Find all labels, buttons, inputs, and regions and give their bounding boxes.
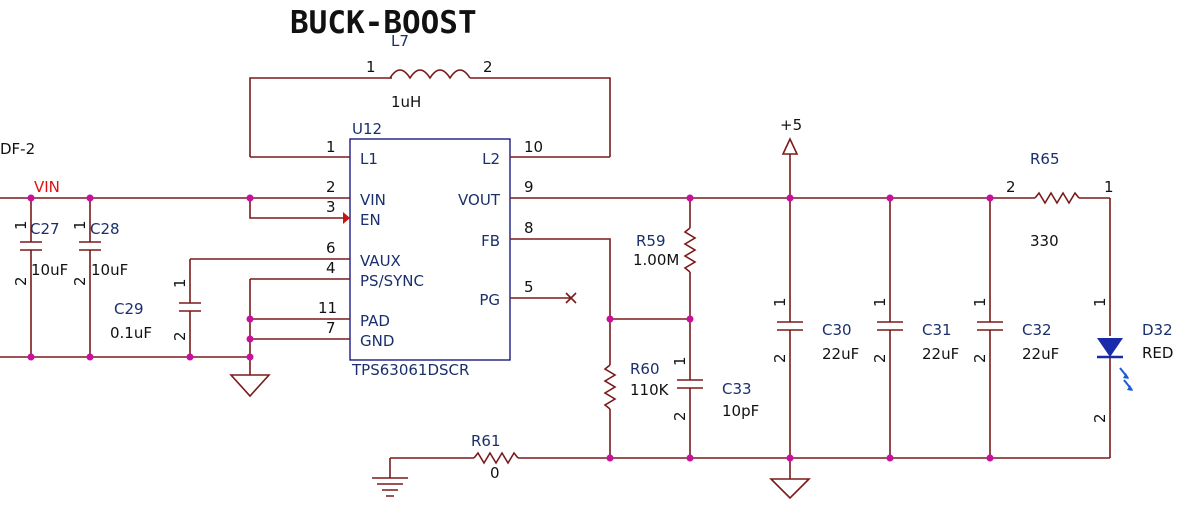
d32-ref: D32	[1142, 321, 1173, 339]
c31-value: 22uF	[922, 345, 959, 363]
u12-pin-vaux-name: VAUX	[360, 252, 401, 270]
ground-symbol-r61	[372, 477, 408, 497]
u12-pin-vin-num: 2	[326, 178, 336, 196]
c32-pin1: 1	[971, 297, 989, 307]
u12-pin-pad-num: 11	[318, 299, 337, 317]
ground-symbol-input	[229, 374, 271, 398]
u12-pin-pssync-num: 4	[326, 259, 336, 277]
u12-pin-vout-name: VOUT	[458, 191, 501, 209]
c27-value: 10uF	[31, 261, 68, 279]
c33-ref: C33	[722, 380, 752, 398]
u12-pin-l1-name: L1	[360, 150, 378, 168]
input-network: DF-2 VIN C27 10uF 1 2 C28 10uF 1 2 C29 0…	[0, 140, 290, 398]
u12-pin-l2-num: 10	[524, 138, 543, 156]
u12-pin-gnd-num: 7	[326, 319, 336, 337]
power-flag-5v	[781, 137, 799, 155]
r61-value: 0	[490, 464, 500, 482]
u12-pin-vin-name: VIN	[360, 191, 386, 209]
u12-pin-l2-name: L2	[482, 150, 500, 168]
c32-pin2: 2	[971, 353, 989, 363]
c31-pin2: 2	[871, 353, 889, 363]
c29-value: 0.1uF	[110, 324, 152, 342]
u12-pin-pssync-name: PS/SYNC	[360, 272, 424, 290]
pg-no-connect	[565, 292, 577, 304]
l7-pin1: 1	[366, 58, 376, 76]
c33-value: 10pF	[722, 402, 759, 420]
c32-ref: C32	[1022, 321, 1052, 339]
u12-part: TPS63061DSCR	[351, 361, 469, 379]
c29-pin1: 2	[171, 331, 189, 341]
u12-pin-pad-name: PAD	[360, 312, 390, 330]
l7-ref: L7	[391, 32, 409, 50]
c30-pin1: 1	[771, 297, 789, 307]
c27-pin1: 1	[12, 220, 30, 230]
c29-ref: C29	[114, 300, 144, 318]
c28-pin1: 1	[71, 220, 89, 230]
c31-ref: C31	[922, 321, 952, 339]
c30-ref: C30	[822, 321, 852, 339]
u12-pin-en-num: 3	[326, 198, 336, 216]
r65-pin1: 1	[1104, 178, 1114, 196]
c30-pin2: 2	[771, 353, 789, 363]
u12-pin-fb-num: 8	[524, 219, 534, 237]
r65-pin2: 2	[1006, 178, 1016, 196]
u12-body	[349, 138, 511, 361]
u12-ref: U12	[352, 120, 382, 138]
c33-pin2: 2	[671, 411, 689, 421]
u12-pin-vaux-num: 6	[326, 239, 336, 257]
u12-pin-gnd-name: GND	[360, 332, 394, 350]
r65-value: 330	[1030, 232, 1059, 250]
u12-pin-vout-num: 9	[524, 178, 534, 196]
r59-ref: R59	[636, 232, 666, 250]
u12-pin-pg-num: 5	[524, 278, 534, 296]
chip-u12: U12 TPS63061DSCR L1 VIN EN VAUX PS/SYNC …	[290, 120, 570, 379]
r59-value: 1.00M	[633, 251, 679, 269]
c28-value: 10uF	[91, 261, 128, 279]
schematic-title: BUCK-BOOST	[290, 5, 477, 41]
c28-ref: C28	[90, 220, 120, 238]
d32-pin2: 2	[1091, 413, 1109, 423]
junction-dots	[27, 194, 994, 462]
u12-pin-l1-num: 1	[326, 138, 336, 156]
d32-pin1: 1	[1091, 297, 1109, 307]
d32-value: RED	[1142, 344, 1173, 362]
inductor-l7: 1 2 L7 1uH	[249, 32, 611, 157]
u12-pin-pg-name: PG	[479, 291, 500, 309]
c27-pin2: 2	[12, 276, 30, 286]
c27-ref: C27	[30, 220, 60, 238]
c33-pin1: 1	[671, 356, 689, 366]
l7-value: 1uH	[391, 93, 421, 111]
u12-pin-fb-name: FB	[481, 232, 500, 250]
r61-ref: R61	[471, 432, 501, 450]
left-net-label: DF-2	[0, 140, 35, 158]
output-network: R59 1.00M R60 110K C33 10pF 1 2 +5 C30 2…	[372, 116, 1173, 500]
c31-pin1: 1	[871, 297, 889, 307]
r60-ref: R60	[630, 360, 660, 378]
power-label: +5	[780, 116, 802, 134]
c28-pin2: 2	[71, 276, 89, 286]
c30-value: 22uF	[822, 345, 859, 363]
c32-value: 22uF	[1022, 345, 1059, 363]
d32-led-symbol	[1097, 338, 1123, 357]
ground-symbol-output	[769, 478, 811, 500]
r65-ref: R65	[1030, 150, 1060, 168]
r60-value: 110K	[630, 381, 670, 399]
u12-pin-en-name: EN	[360, 211, 381, 229]
vin-net-label: VIN	[34, 178, 60, 196]
l7-pin2: 2	[483, 58, 493, 76]
en-pin-arrow	[343, 212, 350, 224]
c29-pin2: 1	[171, 278, 189, 288]
